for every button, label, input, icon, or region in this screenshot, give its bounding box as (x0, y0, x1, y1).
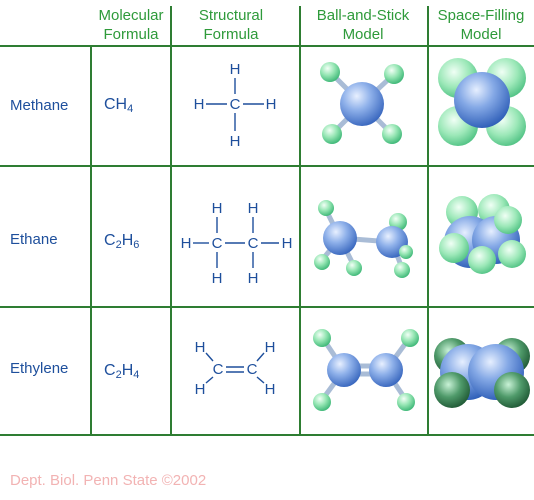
bs-ethylene-h3 (401, 329, 419, 347)
formula-ethylene-h-sub: 4 (133, 369, 140, 381)
bs-methane-h3 (322, 124, 342, 144)
methane-h-right: H (266, 96, 277, 113)
formula-methane-sub: 4 (127, 103, 134, 115)
formula-ethane: C2H6 (104, 232, 139, 251)
space-filling-methane (438, 58, 526, 146)
ball-stick-methane (320, 62, 404, 144)
ethylene-bond-br (256, 376, 265, 384)
header-molecular-line1: Molecular (98, 7, 164, 24)
header-structural-line2: Formula (203, 26, 259, 43)
grid-vline-4 (427, 6, 429, 436)
methane-h-top: H (230, 61, 241, 78)
credit-text: Dept. Biol. Penn State ©2002 (10, 472, 207, 489)
bs-methane-h1 (320, 62, 340, 82)
header-space-filling-line1: Space-Filling (437, 7, 525, 24)
header-ball-and-stick-model: Ball-and-Stick Model (298, 6, 428, 44)
bs-ethylene-c1 (327, 353, 361, 387)
row-name-ethylene: Ethylene (10, 360, 69, 377)
ethylene-bond-bl (205, 376, 214, 384)
sf-ethylene-h3 (434, 372, 470, 408)
header-molecular-formula: Molecular Formula (86, 6, 176, 44)
methane-h-left: H (194, 96, 205, 113)
sf-ethane-h5 (498, 240, 526, 268)
formula-ethylene-c: C (104, 362, 116, 379)
ethane-c1: C (212, 235, 223, 252)
bs-ethane-h1 (318, 200, 334, 216)
formula-ethane-h-sub: 6 (133, 239, 140, 251)
structural-methane: H H C H H (194, 61, 277, 150)
bs-ethylene-h2 (313, 393, 331, 411)
formula-ethane-h: H (121, 232, 134, 249)
grid-vline-3 (299, 6, 301, 436)
row-name-ethane: Ethane (10, 231, 58, 248)
bs-ethane-h6 (394, 262, 410, 278)
space-filling-ethane (439, 194, 526, 274)
grid-vline-2 (170, 6, 172, 436)
ethane-h-left: H (181, 235, 192, 252)
header-ball-stick-line1: Ball-and-Stick (316, 7, 410, 24)
space-filling-ethylene (434, 338, 530, 408)
formula-ethylene-c-sub: 2 (115, 369, 122, 381)
formula-ethylene: C2H4 (104, 362, 139, 381)
ethane-h-bottom1: H (212, 270, 223, 287)
ethylene-h-tr: H (265, 339, 276, 356)
sf-ethane-h3 (494, 206, 522, 234)
bs-ethylene-h4 (397, 393, 415, 411)
ethane-h-top1: H (212, 200, 223, 217)
ethylene-c1: C (213, 361, 224, 378)
ethane-h-right: H (282, 235, 293, 252)
ethane-h-bottom2: H (248, 270, 259, 287)
header-space-filling-model: Space-Filling Model (426, 6, 534, 44)
bs-ethane-h2 (314, 254, 330, 270)
header-molecular-line2: Formula (103, 26, 159, 43)
ethane-h-top2: H (248, 200, 259, 217)
methane-h-bottom: H (230, 133, 241, 150)
header-structural-line1: Structural (198, 7, 264, 24)
header-structural-formula: Structural Formula (172, 6, 290, 44)
bs-methane-h2 (384, 64, 404, 84)
grid-hline-row2 (0, 306, 534, 308)
grid-vline-1 (90, 46, 92, 436)
formula-methane-base: CH (104, 96, 128, 113)
formula-ethane-c-sub: 2 (115, 239, 122, 251)
row-name-methane: Methane (10, 97, 69, 114)
ethane-c2: C (248, 235, 259, 252)
structural-ethylene: H H C C H H (195, 339, 276, 398)
bs-ethylene-c2 (369, 353, 403, 387)
sf-ethane-h4 (439, 233, 469, 263)
methane-c: C (230, 96, 241, 113)
ethylene-h-br: H (265, 381, 276, 398)
grid-hline-row1 (0, 165, 534, 167)
header-ball-stick-line2: Model (342, 26, 384, 43)
sf-ethane-h6 (468, 246, 496, 274)
formula-ethane-c: C (104, 232, 116, 249)
header-space-filling-line2: Model (460, 26, 502, 43)
ethylene-h-tl: H (195, 339, 206, 356)
bs-methane-h4 (382, 124, 402, 144)
grid-hline-bottom (0, 434, 534, 436)
formula-ethylene-h: H (121, 362, 134, 379)
bs-ethylene-h1 (313, 329, 331, 347)
ball-stick-ethylene (313, 329, 419, 411)
bs-ethane-h5 (399, 245, 413, 259)
grid-hline-header (0, 45, 534, 47)
ethylene-h-bl: H (195, 381, 206, 398)
formula-methane: CH4 (104, 96, 133, 115)
ethylene-bond-tr (256, 352, 265, 362)
sf-ethylene-h4 (494, 372, 530, 408)
ethylene-c2: C (247, 361, 258, 378)
structural-ethane: H H H C C H H H (181, 200, 293, 287)
ball-stick-ethane (314, 200, 413, 278)
sf-methane-c (454, 72, 510, 128)
bs-ethane-c1 (323, 221, 357, 255)
bs-methane-c (340, 82, 384, 126)
bs-ethane-h3 (346, 260, 362, 276)
ethylene-bond-tl (205, 352, 214, 362)
